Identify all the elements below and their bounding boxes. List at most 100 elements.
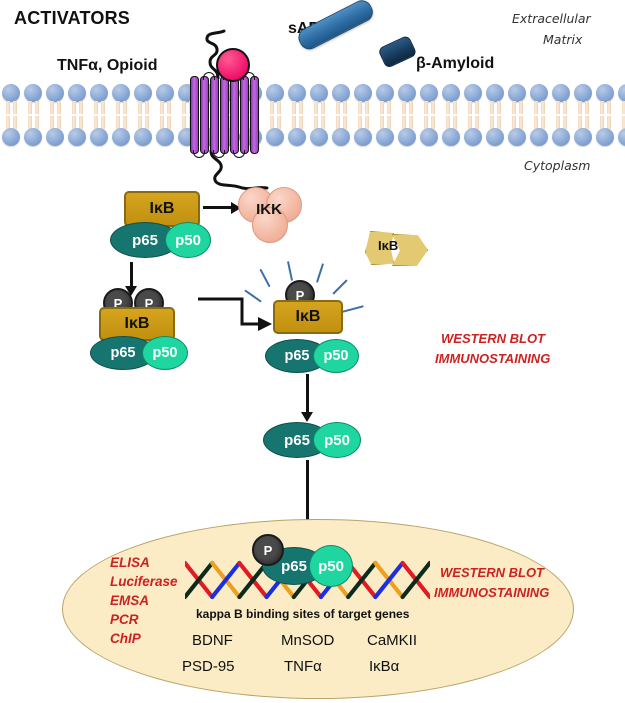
ikk-complex: IKK (238, 185, 302, 243)
receptor-helix (220, 76, 229, 154)
receptor-helix (190, 76, 199, 154)
lipid-bilayer-membrane (0, 84, 625, 146)
tnf-opioid-label: TNFα, Opioid (57, 57, 158, 74)
burst-ray-6 (342, 305, 364, 313)
assay-pcr: PCR (110, 612, 139, 627)
p50-subunit-inactive: p50 (165, 222, 211, 258)
assay-elisa: ELISA (110, 555, 150, 570)
lipid-molecule (550, 84, 572, 146)
lipid-molecule (66, 84, 88, 146)
assay-emsa: EMSA (110, 593, 150, 608)
lipid-molecule (44, 84, 66, 146)
lipid-molecule (352, 84, 374, 146)
western-blot-right-line1: WESTERN BLOT (441, 331, 545, 346)
arrow-down-to-phospho-head (125, 286, 137, 296)
ikb-box-degrading: IκB (273, 300, 343, 334)
receptor-helix (200, 76, 209, 154)
lipid-molecule (506, 84, 528, 146)
p65-label-5: p65 (281, 557, 307, 575)
receptor-helix (240, 76, 249, 154)
lipid-molecule (286, 84, 308, 146)
arrow-to-free-dimer-head (301, 412, 313, 422)
p65-label-1: p65 (132, 231, 158, 249)
arrow-ikb-to-ikk-line (203, 206, 233, 209)
p50-label-3: p50 (323, 348, 349, 364)
phospho-label-3: P (295, 287, 305, 303)
receptor-helix (230, 76, 239, 154)
gene-mnsod: MnSOD (281, 632, 335, 649)
nucleus-western-line1: WESTERN BLOT (440, 565, 544, 580)
lipid-molecule (110, 84, 132, 146)
receptor-helix (250, 76, 259, 154)
assay-luciferase: Luciferase (110, 574, 178, 589)
lipid-molecule (528, 84, 550, 146)
lipid-molecule (0, 84, 22, 146)
phospho-label-1: P (113, 295, 123, 311)
western-blot-right-line2: IMMUNOSTAINING (435, 351, 551, 366)
assay-chip: ChIP (110, 631, 141, 646)
receptor-n-terminus-icon (205, 29, 226, 80)
lipid-molecule (264, 84, 286, 146)
p65-label-4: p65 (284, 431, 310, 449)
burst-ray-2 (259, 268, 271, 288)
lipid-molecule (594, 84, 616, 146)
lipid-molecule (330, 84, 352, 146)
transmembrane-receptor (190, 72, 262, 158)
dna-caption: kappa B binding sites of target genes (196, 607, 410, 621)
receptor-helix (210, 76, 219, 154)
cytoplasm-label: Cytoplasm (524, 158, 591, 173)
lipid-molecule (88, 84, 110, 146)
activators-label: ACTIVATORS (14, 8, 131, 28)
lipid-molecule (374, 84, 396, 146)
receptor-intracellular-loop (233, 150, 245, 158)
burst-ray-4 (315, 263, 325, 283)
receptor-extracellular-loop (203, 72, 215, 80)
ikk-label: IKK (256, 201, 282, 218)
arrow-step-to-degradation (198, 297, 272, 331)
ikb-label-1: IκB (149, 200, 175, 217)
beta-amyloid-label: β-Amyloid (416, 55, 495, 72)
lipid-molecule (572, 84, 594, 146)
lipid-molecule (154, 84, 176, 146)
arrow-down-to-phospho-line (130, 262, 133, 288)
gene-bdnf: BDNF (192, 632, 233, 649)
phospho-group-dna-bound: P (252, 534, 284, 566)
lipid-molecule (132, 84, 154, 146)
burst-ray-5 (332, 279, 348, 295)
lipid-molecule (440, 84, 462, 146)
sapp-molecule (295, 0, 377, 53)
gene-psd95: PSD-95 (182, 658, 235, 675)
lipid-molecule (308, 84, 330, 146)
burst-ray-3 (286, 261, 294, 281)
p50-subunit-dna-bound: p50 (309, 545, 353, 587)
p65-label-2: p65 (110, 345, 136, 361)
p50-label-5: p50 (318, 557, 344, 575)
ligand-icon (216, 48, 250, 82)
lipid-molecule (418, 84, 440, 146)
lipid-molecule (396, 84, 418, 146)
p50-subunit-phospho: p50 (142, 336, 188, 370)
nucleus-western-line2: IMMUNOSTAINING (434, 585, 550, 600)
extracellular-matrix-label-line2: Matrix (543, 32, 583, 47)
p50-subunit-free: p50 (313, 422, 361, 458)
arrow-to-free-dimer-line (306, 374, 309, 414)
gene-tnfa: TNFα (284, 658, 322, 675)
p50-label-4: p50 (324, 431, 350, 449)
ikb-label-3: IκB (295, 308, 321, 325)
p50-label-2: p50 (152, 345, 178, 361)
p50-subunit-released: p50 (313, 339, 359, 373)
arrow-into-nucleus-line (306, 460, 309, 548)
phospho-label-2: P (144, 295, 154, 311)
p50-label-1: p50 (175, 231, 201, 249)
receptor-intracellular-loop (213, 150, 225, 158)
ikb-label-2: IκB (124, 315, 150, 332)
arrow-ikb-to-ikk-head (231, 202, 241, 214)
lipid-molecule (484, 84, 506, 146)
phospho-label-4: P (263, 542, 273, 558)
extracellular-matrix-label-line1: Extracellular (512, 11, 591, 26)
lipid-molecule (462, 84, 484, 146)
gene-camkii: CaMKII (367, 632, 418, 649)
gene-ikba: IκBα (369, 658, 400, 675)
receptor-intracellular-loop (193, 150, 205, 158)
